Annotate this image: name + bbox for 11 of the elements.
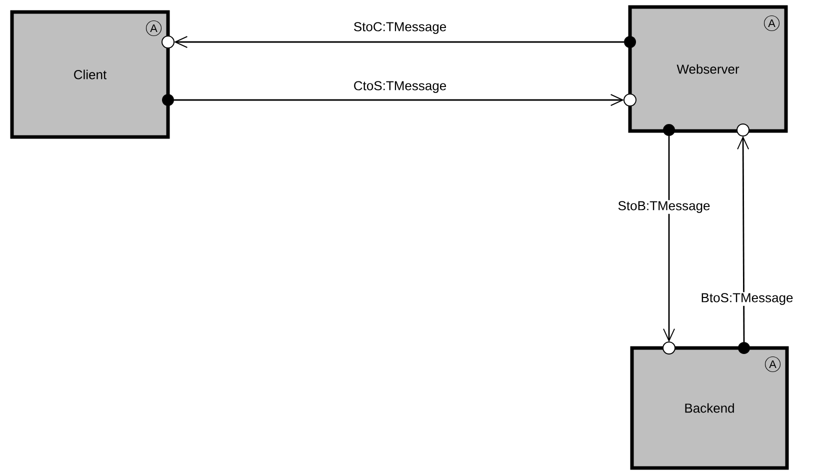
arrow [174, 36, 624, 48]
edge-label: StoB:TMessage [616, 200, 712, 214]
edge-label: BtoS:TMessage [700, 292, 794, 306]
circled-letter: A [764, 15, 780, 32]
arrow [737, 136, 750, 342]
arrow [174, 94, 624, 106]
circled-letter: A [764, 356, 781, 372]
edge-label: StoC:TMessage [352, 21, 448, 35]
circled-letter: A [146, 20, 162, 36]
edge-label: CtoS:TMessage [352, 80, 448, 94]
arrow [663, 136, 675, 342]
